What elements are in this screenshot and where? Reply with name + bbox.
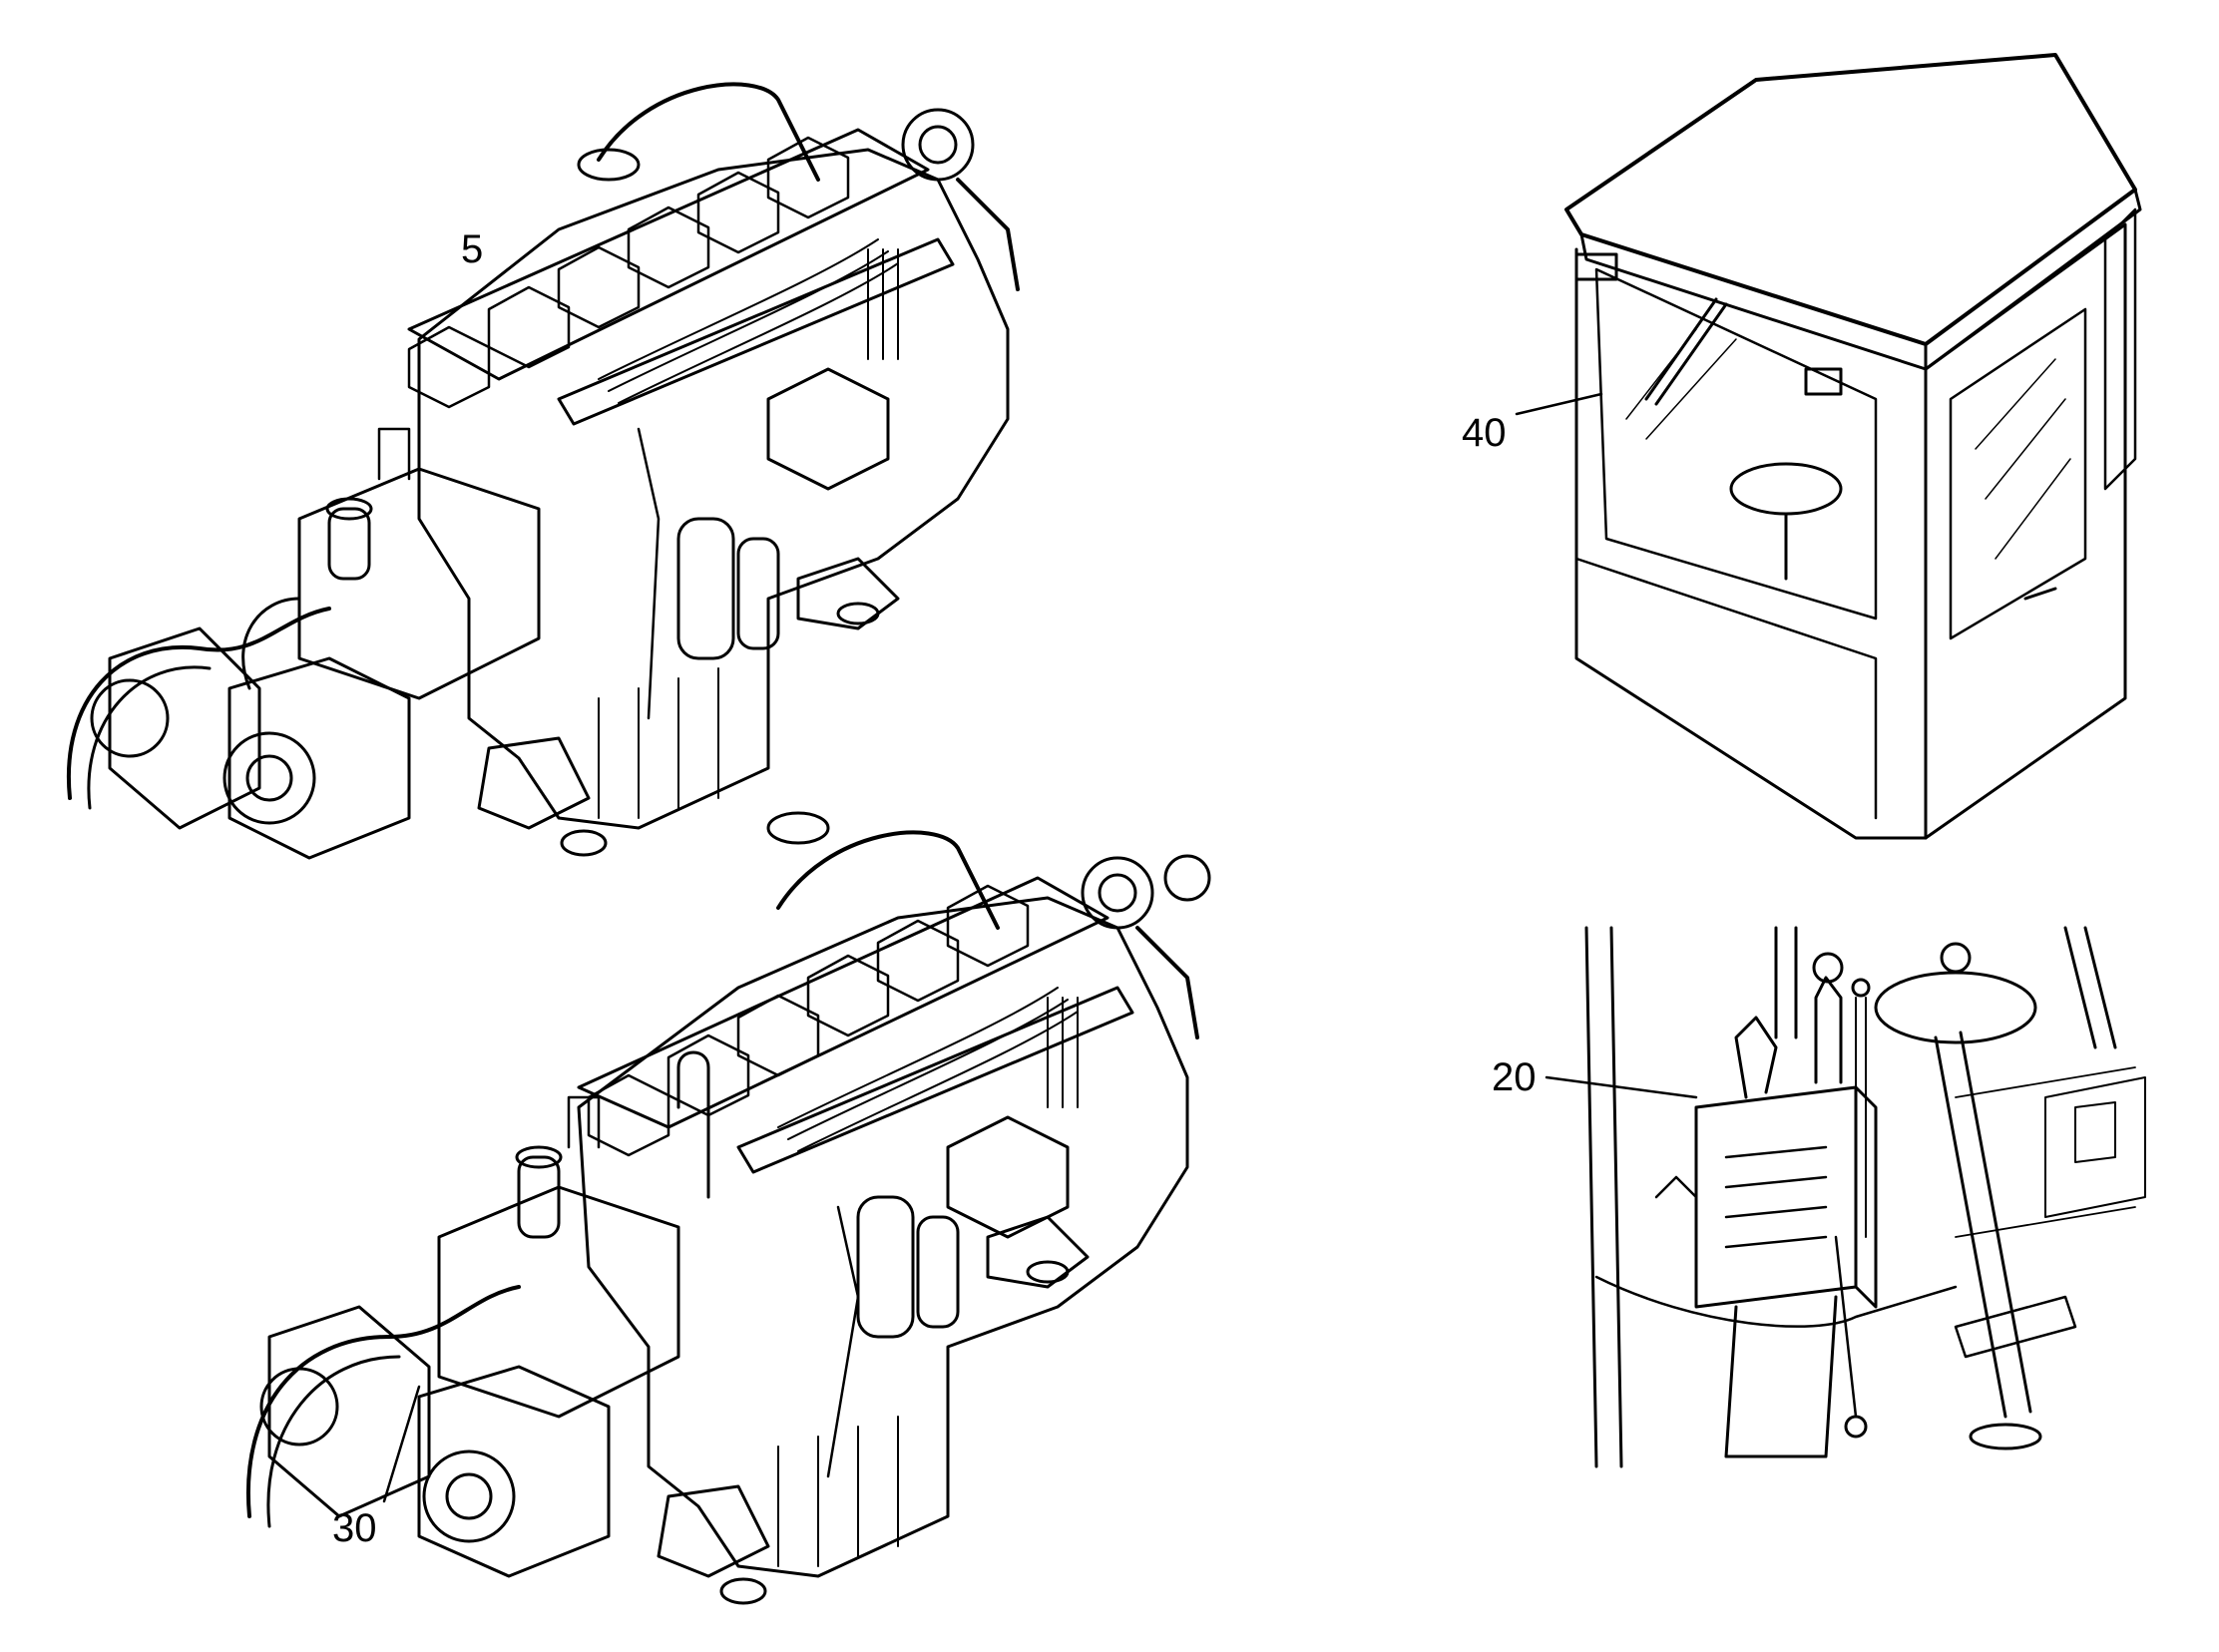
callout-20: 20: [1492, 1055, 1537, 1099]
callout-5: 5: [461, 227, 484, 271]
operator-cab: [1564, 53, 2142, 840]
control-console: [1584, 926, 2146, 1468]
leader-line-30: [382, 1385, 421, 1503]
leader-lines: [382, 392, 1698, 1503]
leader-line-20: [1545, 1075, 1698, 1099]
leader-line-40: [1515, 392, 1603, 416]
callout-30: 30: [332, 1506, 377, 1550]
engine-assembly-top: [66, 82, 1020, 860]
engine-assembly-bottom: [245, 811, 1211, 1605]
callout-40: 40: [1462, 411, 1507, 455]
